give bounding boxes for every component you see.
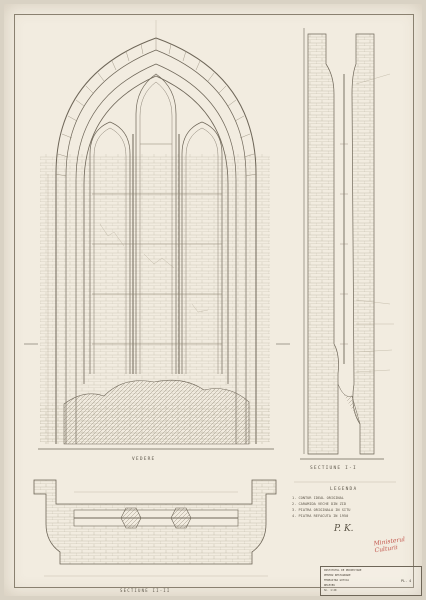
- title-block-row: FEREASTRA GOTICA: [324, 579, 349, 582]
- architectural-drawing: [24, 20, 396, 577]
- wall-section-right: [351, 33, 375, 455]
- legend-title: LEGENDA: [330, 487, 358, 492]
- title-block-row: SC. 1:20: [324, 589, 337, 592]
- mullions: [132, 134, 180, 374]
- wall-section-left: [307, 33, 339, 455]
- legend-item: 4. PIATRA REFACUTA IN 1950: [292, 514, 349, 518]
- legend-item: 2. CARAMIDA VECHE DIN ZID: [292, 502, 347, 506]
- elevation-view: [24, 20, 290, 450]
- section-tick-marks: [340, 143, 348, 345]
- title-block-row: RELEVEU: [324, 584, 335, 587]
- section-view: [300, 28, 394, 460]
- voussoirs: [55, 38, 257, 177]
- drawing-sheet: VEDERE SECTIUNE I-I SECTIUNE II-II LEGEN…: [4, 4, 422, 596]
- section-leaders: [355, 73, 394, 373]
- plan-label: SECTIUNE II-II: [120, 588, 171, 593]
- title-block: INSTITUTUL DE PROIECTARE PENTRU RESTAURA…: [320, 566, 422, 596]
- legend-item: 3. PIATRA ORIGINALA IN SITU: [292, 508, 351, 512]
- sheet-number: PL. 4: [401, 579, 412, 583]
- lancets: [89, 73, 223, 374]
- sheet-border: [14, 14, 414, 588]
- crack-lines: [99, 223, 209, 313]
- elevation-label: VEDERE: [132, 457, 156, 462]
- signature: P. K.: [334, 524, 354, 534]
- legend-item: 1. CONTUR IDEAL ORIGINAL: [292, 496, 344, 500]
- glazing-bars: [92, 143, 222, 345]
- section-label: SECTIUNE I-I: [310, 466, 357, 471]
- title-block-row: INSTITUTUL DE PROIECTARE: [324, 569, 362, 572]
- arch-ring-2: [75, 63, 237, 444]
- section-rubble: [337, 383, 361, 425]
- plan-mullion-left: [120, 507, 142, 529]
- title-block-row: PENTRU RESTAURARE: [324, 574, 351, 577]
- plan-mullion-right: [170, 507, 192, 529]
- lower-brickwork: [40, 404, 270, 444]
- window-opening: [83, 75, 229, 384]
- plan-view: [33, 479, 277, 577]
